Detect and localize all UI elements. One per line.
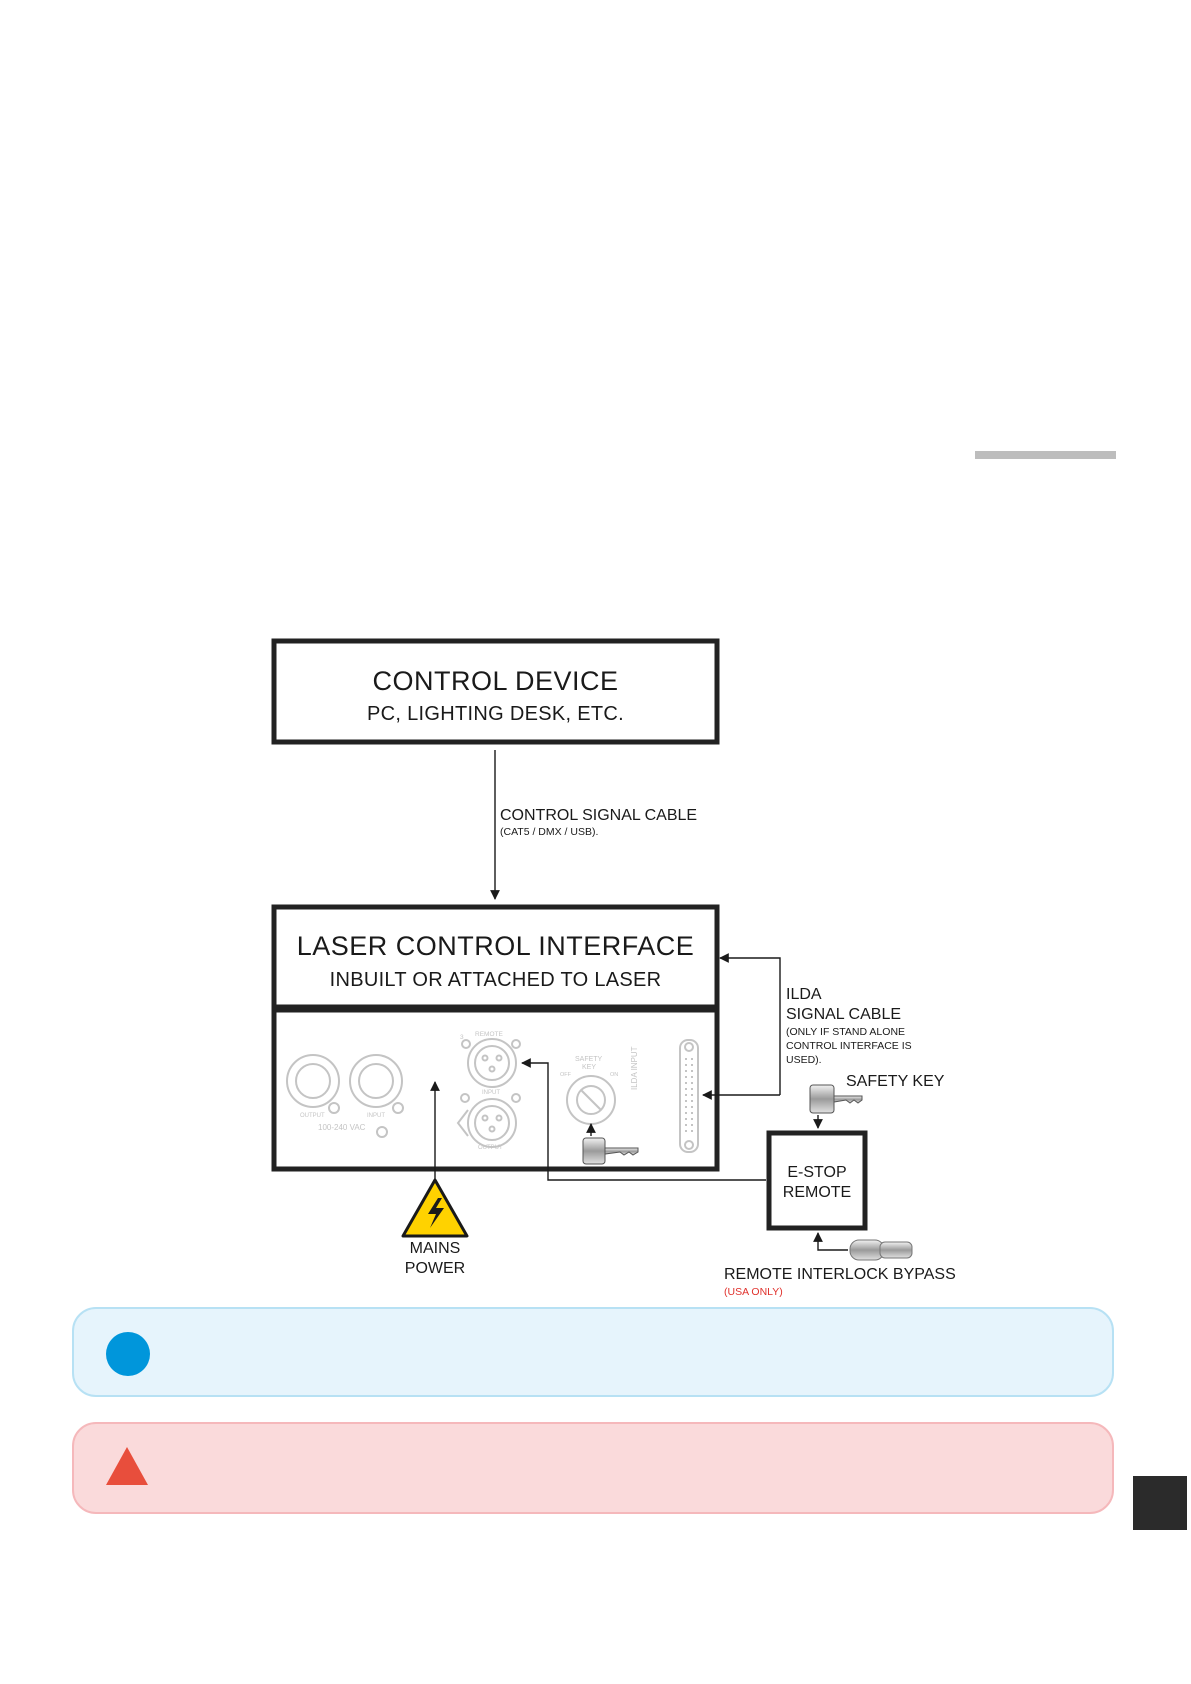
ilda-cable-note-1: (ONLY IF STAND ALONE: [786, 1026, 906, 1038]
ilda-cable-line: [719, 953, 781, 1095]
panel-xlr-pin: 3: [460, 1034, 464, 1041]
bypass-cable-line: [813, 1232, 848, 1251]
laser-interface-subtitle: INBUILT OR ATTACHED TO LASER: [329, 969, 662, 991]
warning-callout: [72, 1422, 1114, 1514]
panel-voltage-label: 100-240 VAC: [318, 1123, 366, 1132]
dmx-remote-xlr: [461, 1038, 521, 1088]
control-device-subtitle: PC, LIGHTING DESK, ETC.: [367, 703, 624, 725]
laser-panel-box: [271, 1007, 720, 1172]
safety-key-icon: [809, 1084, 863, 1114]
ilda-cable-label-2: SIGNAL CABLE: [786, 1006, 902, 1023]
estop-remote-box: [766, 1130, 868, 1231]
panel-ilda-input-label: ILDA INPUT: [630, 1046, 639, 1090]
mains-label-1: MAINS: [409, 1240, 461, 1257]
header-rule: [975, 451, 1116, 459]
estop-label-2: REMOTE: [782, 1184, 852, 1201]
bypass-label: REMOTE INTERLOCK BYPASS: [724, 1266, 956, 1283]
power-output-connector: [286, 1054, 340, 1114]
panel-safety-key-label-1: SAFETY: [575, 1056, 603, 1063]
panel-output-label: OUTPUT: [300, 1113, 325, 1119]
laser-interface-title: LASER CONTROL INTERFACE: [296, 931, 695, 961]
info-callout: [72, 1307, 1114, 1397]
ilda-input-connector: [679, 1039, 699, 1153]
control-cable-note: (CAT5 / DMX / USB).: [500, 826, 599, 838]
control-device-title: CONTROL DEVICE: [372, 666, 619, 696]
control-cable-label: CONTROL SIGNAL CABLE: [500, 807, 698, 824]
warning-triangle-icon: [106, 1447, 148, 1485]
panel-on-label: ON: [610, 1072, 619, 1078]
estop-cable-line: [521, 1058, 766, 1181]
bypass-note: (USA ONLY): [724, 1286, 783, 1298]
bypass-plug-icon: [849, 1239, 913, 1261]
panel-dmx-input-label: INPUT: [482, 1090, 500, 1096]
panel-input-label: INPUT: [367, 1113, 385, 1119]
panel-safety-key-label-2: KEY: [582, 1064, 597, 1071]
info-circle-icon: [106, 1332, 150, 1376]
estop-label-1: E-STOP: [787, 1164, 847, 1181]
panel-key-icon: [582, 1137, 639, 1165]
panel-off-label: OFF: [560, 1072, 571, 1078]
high-voltage-icon: [401, 1178, 469, 1238]
safety-key-label: SAFETY KEY: [846, 1073, 945, 1090]
mains-label-2: POWER: [404, 1260, 466, 1277]
ilda-cable-label-1: ILDA: [786, 986, 822, 1003]
dmx-output-xlr: [456, 1093, 521, 1148]
ilda-cable-note-3: USED).: [786, 1054, 822, 1066]
laser-interface-box: [271, 904, 720, 1010]
ilda-cable-note-2: CONTROL INTERFACE IS: [786, 1040, 912, 1052]
panel-remote-label: REMOTE: [475, 1031, 503, 1038]
panel-dmx-output-label: OUTPUT: [478, 1145, 503, 1151]
page-tab-marker: [1133, 1476, 1187, 1530]
control-device-box: [271, 638, 720, 745]
power-input-connector: [349, 1054, 404, 1138]
